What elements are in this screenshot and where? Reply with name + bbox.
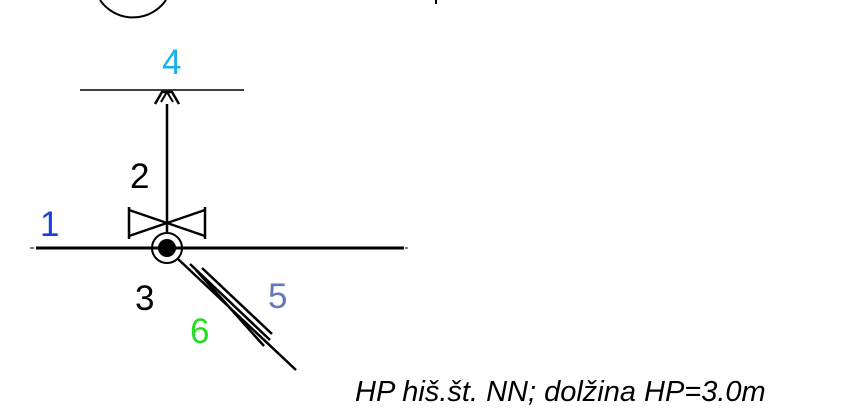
end-cap-arrow-right [166, 91, 174, 103]
top-circle-fragment [99, 0, 167, 19]
label-pipe-green: 6 [190, 312, 209, 351]
junction-dot [158, 239, 176, 257]
valve-symbol [127, 207, 207, 239]
label-valve: 2 [130, 157, 149, 196]
label-pipe-blue: 5 [268, 277, 287, 316]
label-main-line: 1 [40, 205, 59, 244]
label-junction: 3 [135, 279, 154, 318]
label-end-line: 4 [162, 43, 181, 82]
junction-ring [151, 232, 183, 264]
house-connection-pipe [177, 258, 297, 371]
caption-text: HP hiš.št. NN; dolžina HP=3.0m [355, 376, 766, 408]
end-cap-arrow-left [160, 91, 168, 103]
